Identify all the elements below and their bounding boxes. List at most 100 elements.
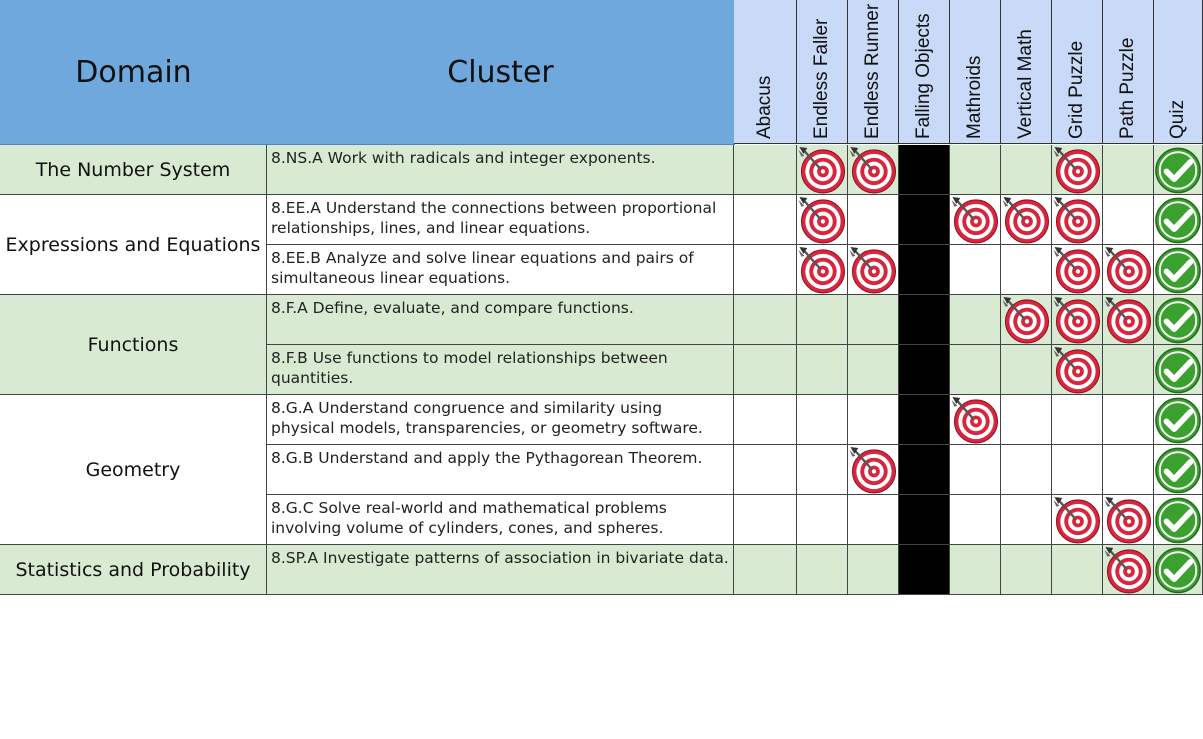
- domain-cell-geometry: Geometry: [0, 395, 267, 545]
- cluster-cell: 8.G.C Solve real-world and mathematical …: [267, 495, 734, 545]
- checkmark-icon: [1155, 547, 1201, 594]
- target-icon: [951, 396, 999, 444]
- coverage-cell-mathroids: [950, 245, 1001, 295]
- coverage-cell-endless-faller: [797, 245, 848, 295]
- coverage-cell-quiz: [1154, 345, 1203, 395]
- coverage-cell-endless-runner: [848, 345, 899, 395]
- game-header-label: Abacus: [754, 75, 775, 139]
- coverage-cell-abacus: [734, 445, 797, 495]
- coverage-cell-abacus: [734, 245, 797, 295]
- coverage-cell-grid-puzzle: [1052, 295, 1103, 345]
- game-header-falling-objects: Falling Objects: [899, 0, 950, 144]
- game-header-label: Quiz: [1167, 99, 1188, 139]
- coverage-cell-falling-objects: [899, 245, 950, 295]
- coverage-cell-path-puzzle: [1103, 545, 1154, 595]
- cluster-cell: 8.F.A Define, evaluate, and compare func…: [267, 295, 734, 345]
- coverage-cell-path-puzzle: [1103, 495, 1154, 545]
- checkmark-icon: [1155, 347, 1201, 394]
- coverage-cell-vertical-math: [1001, 295, 1052, 345]
- coverage-cell-abacus: [734, 545, 797, 595]
- cluster-cell: 8.G.B Understand and apply the Pythagore…: [267, 445, 734, 495]
- domain-cell-functions: Functions: [0, 295, 267, 395]
- coverage-cell-endless-runner: [848, 245, 899, 295]
- game-header-mathroids: Mathroids: [950, 0, 1001, 144]
- coverage-cell-vertical-math: [1001, 145, 1052, 195]
- coverage-cell-endless-runner: [848, 495, 899, 545]
- coverage-cell-endless-faller: [797, 395, 848, 445]
- domain-cell-statistics-and-probability: Statistics and Probability: [0, 545, 267, 595]
- target-icon: [1053, 496, 1101, 544]
- target-icon: [1053, 146, 1101, 194]
- coverage-cell-endless-runner: [848, 295, 899, 345]
- coverage-cell-endless-faller: [797, 445, 848, 495]
- coverage-cell-mathroids: [950, 145, 1001, 195]
- coverage-cell-grid-puzzle: [1052, 545, 1103, 595]
- target-icon: [849, 246, 897, 294]
- coverage-cell-grid-puzzle: [1052, 395, 1103, 445]
- cluster-cell: 8.EE.B Analyze and solve linear equation…: [267, 245, 734, 295]
- coverage-cell-mathroids: [950, 195, 1001, 245]
- checkmark-icon: [1155, 147, 1201, 194]
- target-icon: [849, 446, 897, 494]
- target-icon: [951, 196, 999, 244]
- cluster-header: Cluster: [267, 0, 735, 145]
- checkmark-icon: [1155, 297, 1201, 344]
- coverage-cell-vertical-math: [1001, 495, 1052, 545]
- coverage-cell-falling-objects: [899, 345, 950, 395]
- game-header-quiz: Quiz: [1154, 0, 1203, 144]
- coverage-cell-vertical-math: [1001, 195, 1052, 245]
- game-header-label: Grid Puzzle: [1066, 40, 1087, 139]
- cluster-cell: 8.NS.A Work with radicals and integer ex…: [267, 145, 734, 195]
- target-icon: [1104, 546, 1152, 594]
- coverage-cell-falling-objects: [899, 195, 950, 245]
- target-icon: [1053, 246, 1101, 294]
- game-header-label: Falling Objects: [913, 13, 934, 139]
- domain-cell-expressions-and-equations: Expressions and Equations: [0, 195, 267, 295]
- coverage-cell-endless-runner: [848, 195, 899, 245]
- coverage-cell-path-puzzle: [1103, 145, 1154, 195]
- target-icon: [1002, 296, 1050, 344]
- coverage-cell-falling-objects: [899, 495, 950, 545]
- coverage-cell-quiz: [1154, 245, 1203, 295]
- coverage-cell-vertical-math: [1001, 545, 1052, 595]
- target-icon: [849, 146, 897, 194]
- coverage-cell-path-puzzle: [1103, 395, 1154, 445]
- coverage-cell-quiz: [1154, 545, 1203, 595]
- target-icon: [1104, 246, 1152, 294]
- game-header-abacus: Abacus: [734, 0, 797, 144]
- coverage-cell-abacus: [734, 295, 797, 345]
- coverage-cell-falling-objects: [899, 445, 950, 495]
- coverage-cell-quiz: [1154, 295, 1203, 345]
- coverage-cell-falling-objects: [899, 295, 950, 345]
- cluster-cell: 8.F.B Use functions to model relationshi…: [267, 345, 734, 395]
- coverage-cell-endless-runner: [848, 445, 899, 495]
- domain-cell-the-number-system: The Number System: [0, 145, 267, 195]
- coverage-cell-vertical-math: [1001, 345, 1052, 395]
- checkmark-icon: [1155, 197, 1201, 244]
- coverage-cell-endless-faller: [797, 145, 848, 195]
- coverage-cell-quiz: [1154, 145, 1203, 195]
- coverage-cell-vertical-math: [1001, 445, 1052, 495]
- coverage-cell-grid-puzzle: [1052, 345, 1103, 395]
- game-header-endless-faller: Endless Faller: [797, 0, 848, 144]
- game-header-label: Endless Runner: [862, 3, 883, 139]
- target-icon: [1104, 296, 1152, 344]
- domain-name: Functions: [87, 333, 179, 356]
- game-header-endless-runner: Endless Runner: [848, 0, 899, 144]
- coverage-cell-path-puzzle: [1103, 295, 1154, 345]
- coverage-cell-path-puzzle: [1103, 445, 1154, 495]
- target-icon: [798, 146, 846, 194]
- coverage-cell-quiz: [1154, 495, 1203, 545]
- coverage-cell-grid-puzzle: [1052, 245, 1103, 295]
- target-icon: [798, 196, 846, 244]
- checkmark-icon: [1155, 397, 1201, 444]
- coverage-cell-endless-faller: [797, 545, 848, 595]
- coverage-cell-path-puzzle: [1103, 345, 1154, 395]
- target-icon: [1002, 196, 1050, 244]
- checkmark-icon: [1155, 247, 1201, 294]
- coverage-cell-falling-objects: [899, 395, 950, 445]
- game-header-path-puzzle: Path Puzzle: [1103, 0, 1154, 144]
- target-icon: [1053, 296, 1101, 344]
- coverage-cell-abacus: [734, 395, 797, 445]
